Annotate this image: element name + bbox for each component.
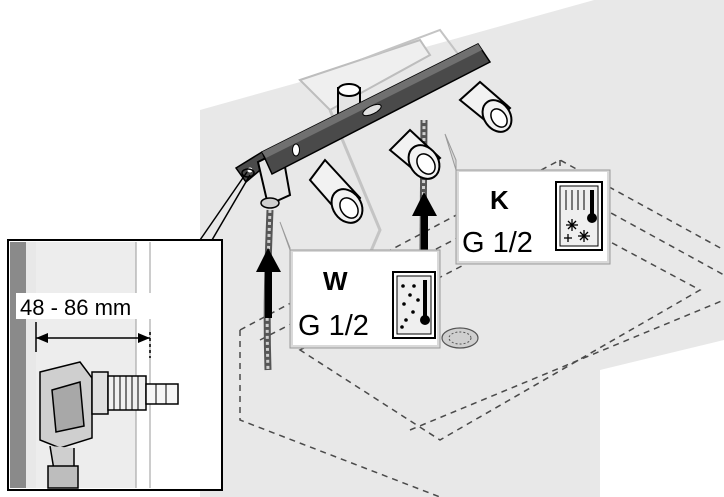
spirit-level <box>261 43 492 176</box>
flow-arrow-cold <box>412 192 437 252</box>
dimension-arrow <box>35 322 151 358</box>
hot-water-thermometer-icon <box>392 271 436 339</box>
cold-letter: K <box>490 185 509 215</box>
dimension-label: 48 - 86 mm <box>20 295 131 320</box>
flow-arrow-hot <box>256 248 281 318</box>
callout-hot <box>279 221 441 349</box>
threaded-connector <box>39 361 179 489</box>
callout-cold <box>444 133 611 265</box>
hot-thread-label: G 1/2 <box>298 310 369 342</box>
detail-leader-lines <box>199 168 255 241</box>
hot-letter: W <box>323 266 348 296</box>
drain <box>441 327 479 349</box>
cold-thread-label: G 1/2 <box>462 227 533 259</box>
cold-water-thermometer-icon <box>555 181 603 251</box>
detail-inset <box>7 239 223 491</box>
